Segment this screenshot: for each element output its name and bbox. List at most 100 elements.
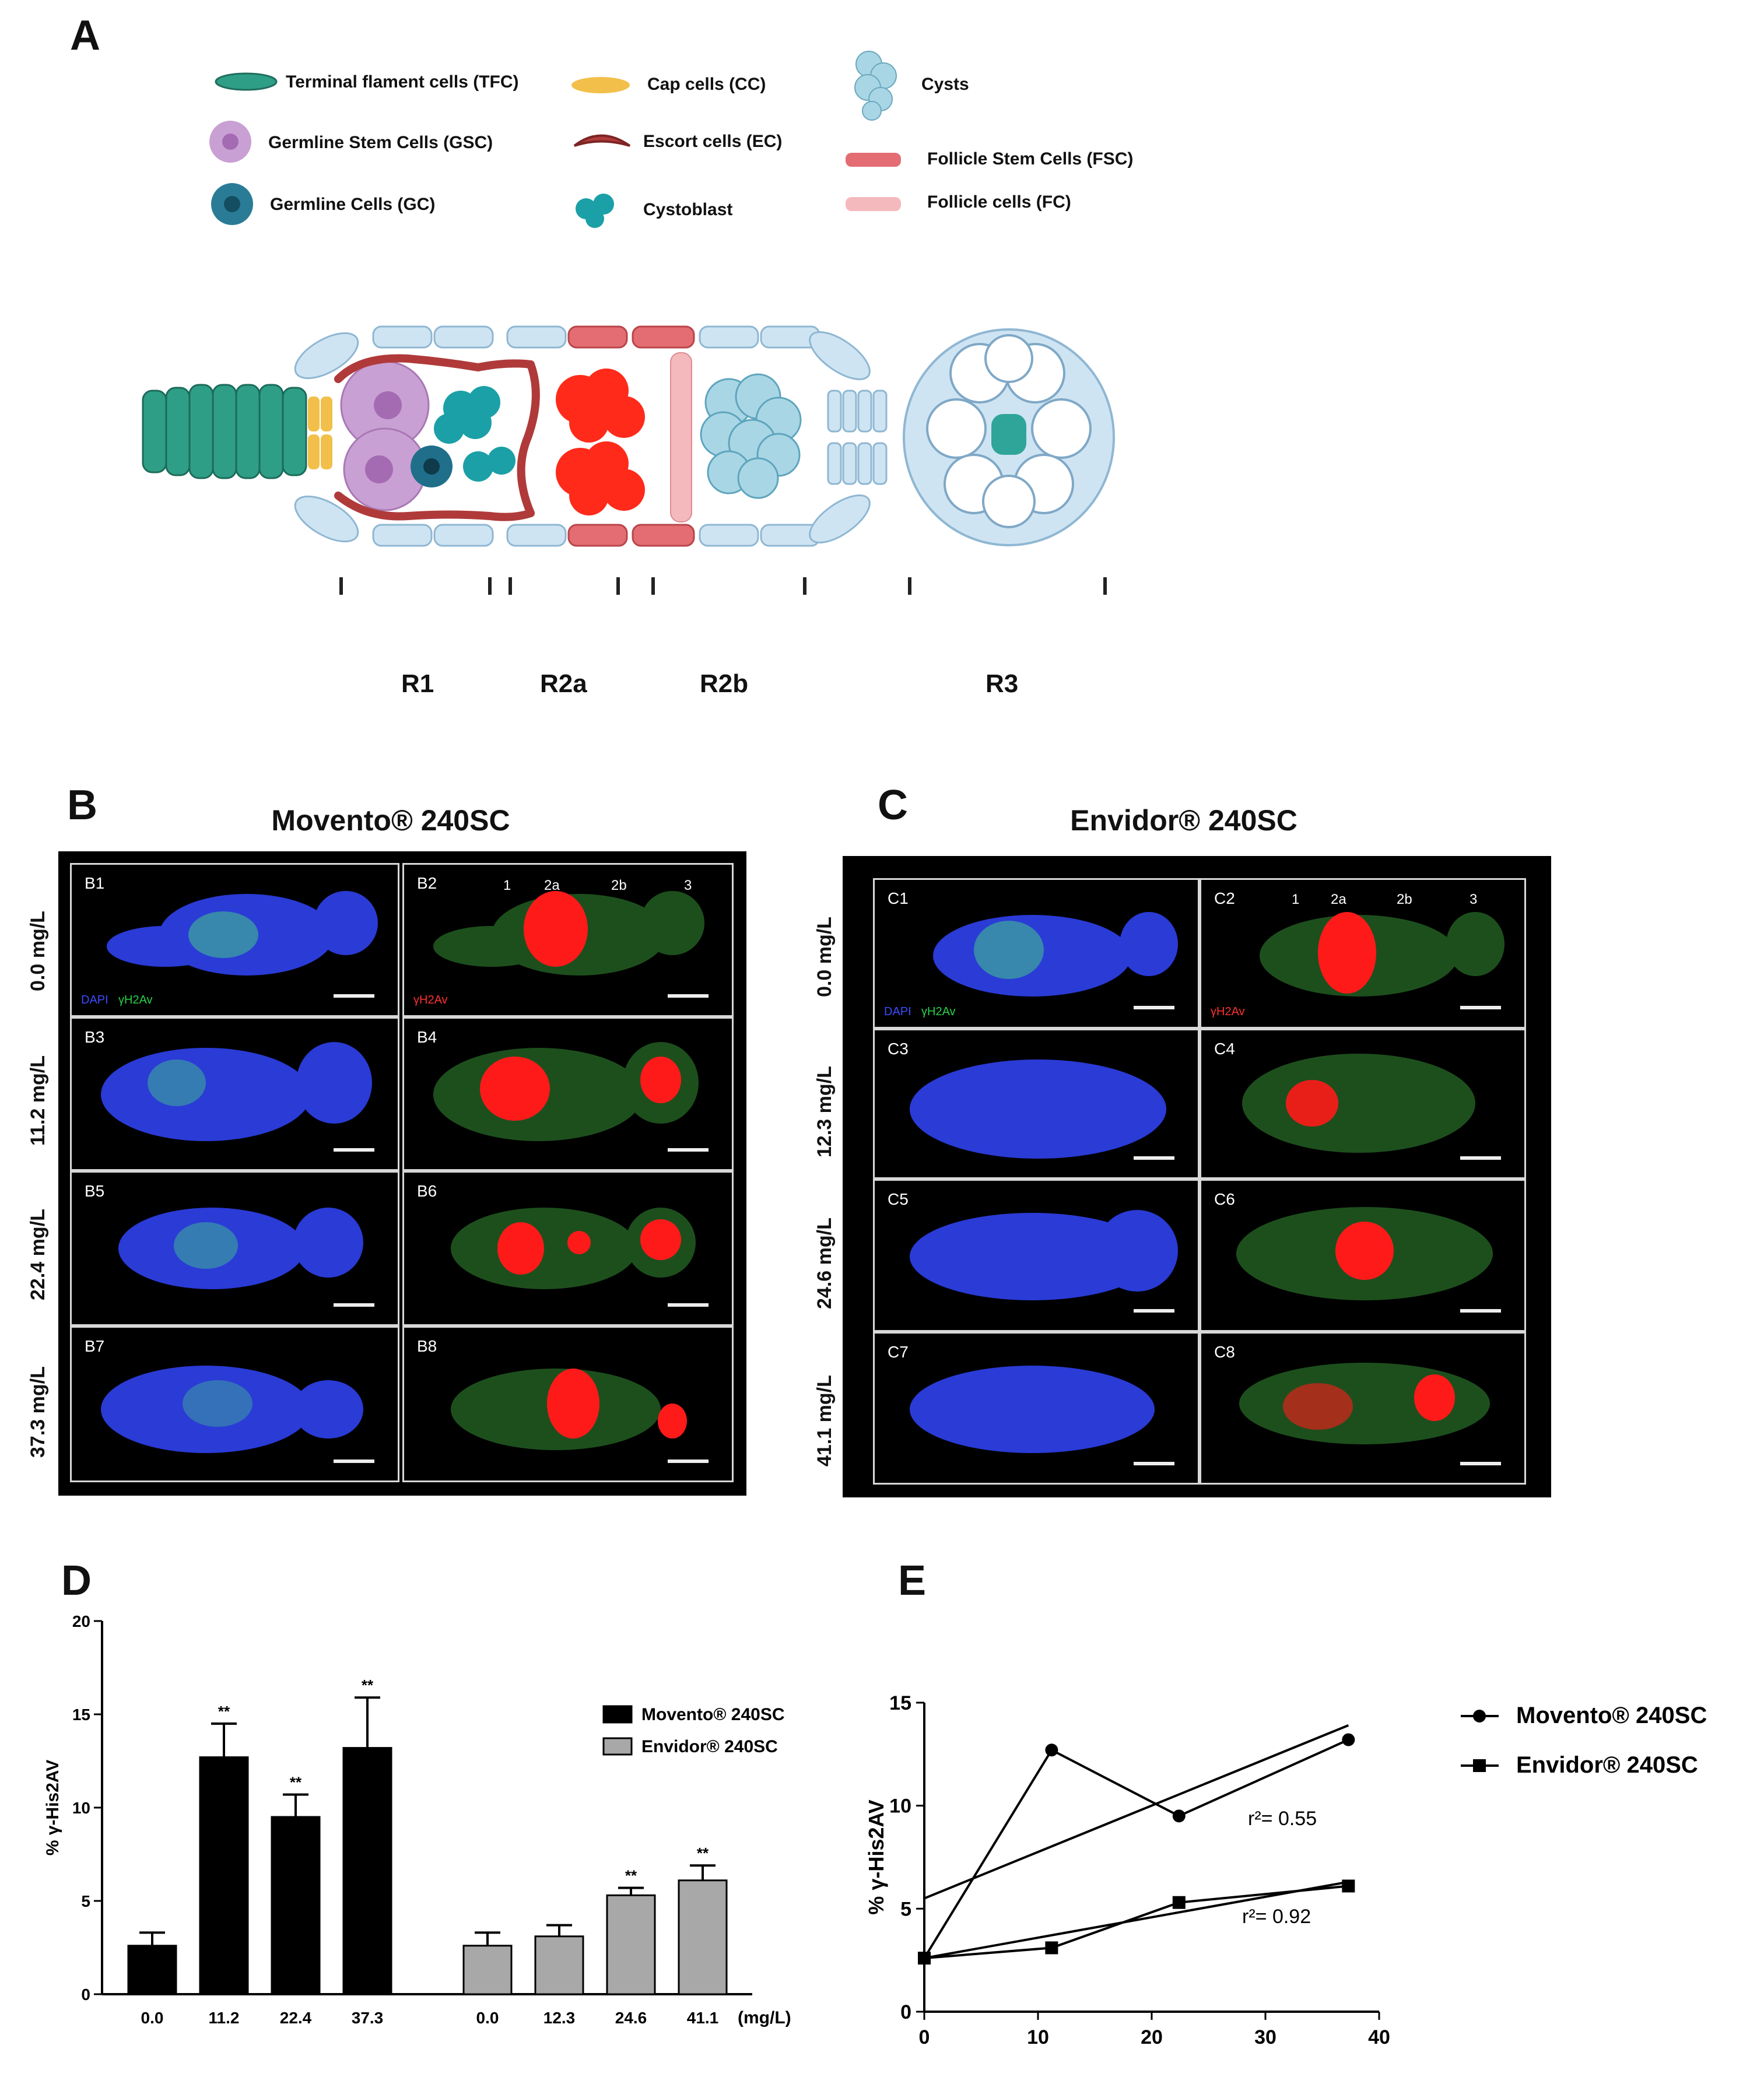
micrograph-b3: B3 — [70, 1017, 399, 1171]
d-x-tick-label: 11.2 — [209, 2009, 240, 2027]
panel-c-letter: C — [878, 782, 908, 829]
tfc-icon — [215, 72, 278, 91]
d-y-tick-label: 20 — [72, 1612, 90, 1630]
r3-egg-chamber — [903, 328, 1115, 546]
micrograph-b4: B4 — [402, 1017, 734, 1171]
panel-c-micrographs: C1 DAPI γH2Av C2 1 2a 2b 3 γH2Av C3 C4 C… — [843, 856, 1551, 1497]
e-point — [918, 1952, 931, 1965]
fsc-icon — [846, 153, 901, 167]
d-bar — [342, 1747, 392, 1995]
panel-c-title: Envidor® 240SC — [1070, 804, 1297, 837]
d-x-tick-label: 22.4 — [280, 2009, 312, 2027]
d-significance: ** — [625, 1867, 637, 1885]
e-x-tick-label: 0 — [919, 2026, 930, 2048]
micrograph-c5: C5 — [873, 1179, 1200, 1332]
d-legend-label: Movento® 240SC — [641, 1705, 785, 1724]
region-brackets — [339, 577, 1107, 595]
e-y-tick-label: 10 — [889, 1795, 911, 1818]
gsc-cluster — [340, 360, 430, 511]
micrograph-c1: C1 DAPI γH2Av — [873, 878, 1200, 1029]
e-fit-line — [924, 1724, 1349, 1900]
legend-cysts: Cysts — [921, 75, 969, 94]
d-x-tick-label: 12.3 — [543, 2009, 576, 2027]
cystoblasts — [434, 386, 515, 482]
panel-b-title: Movento® 240SC — [271, 804, 510, 837]
e-legend-label: Movento® 240SC — [1516, 1703, 1707, 1728]
legend-cc: Cap cells (CC) — [647, 75, 766, 94]
e-series-line — [923, 1738, 1349, 1959]
e-y-tick-label: 0 — [900, 2001, 911, 2023]
micrograph-c6: C6 — [1200, 1179, 1526, 1332]
fsc-cells — [567, 325, 695, 547]
germarium-diagram — [142, 325, 1115, 595]
e-y-tick-label: 15 — [889, 1692, 911, 1714]
d-bar — [127, 1945, 177, 1995]
d-significance: ** — [362, 1676, 374, 1694]
region-r3: R3 — [986, 669, 1019, 698]
d-legend-swatch — [602, 1737, 633, 1756]
micrograph-c4: C4 — [1200, 1029, 1526, 1179]
sheath-cells — [294, 325, 871, 547]
e-fit-line — [924, 1880, 1349, 1960]
e-x-tick-label: 20 — [1141, 2026, 1163, 2048]
r2b-cyst — [700, 373, 802, 499]
region-r2a: R2a — [540, 669, 587, 698]
b-row-label-3: 22.4 mg/L — [27, 1209, 49, 1300]
e-point — [1342, 1733, 1355, 1746]
follicle-cell-column — [670, 352, 692, 522]
e-x-tick-label: 30 — [1254, 2026, 1276, 2048]
micrograph-c8: C8 — [1200, 1332, 1526, 1485]
panel-a-legend-icons — [209, 51, 901, 228]
region-r2b: R2b — [700, 669, 749, 698]
d-x-unit: (mg/L) — [738, 2008, 791, 2027]
e-r2-label: r²= 0.92 — [1242, 1906, 1311, 1928]
d-x-tick-label: 0.0 — [141, 2009, 164, 2027]
micrograph-b7: B7 — [70, 1326, 399, 1482]
e-point — [1342, 1879, 1355, 1893]
region-r1: R1 — [401, 669, 434, 698]
escort-cells — [334, 354, 540, 521]
e-legend-marker — [1473, 1759, 1486, 1772]
micrograph-c2: C2 1 2a 2b 3 γH2Av — [1200, 878, 1526, 1029]
c-row-label-2: 12.3 mg/L — [813, 1066, 836, 1157]
micrograph-c7: C7 — [873, 1332, 1200, 1485]
d-bar — [534, 1935, 584, 1995]
d-y-tick-label: 10 — [72, 1799, 90, 1817]
legend-gc: Germline Cells (GC) — [270, 195, 436, 214]
e-point — [1045, 1941, 1058, 1955]
micrograph-b1: B1 DAPI γH2Av — [70, 863, 399, 1017]
legend-fsc: Follicle Stem Cells (FSC) — [927, 149, 1134, 169]
d-x-tick-label: 0.0 — [476, 2009, 499, 2027]
d-x-tick-label: 41.1 — [687, 2009, 719, 2027]
d-x-tick-label: 24.6 — [615, 2009, 647, 2027]
e-legend-marker — [1473, 1710, 1486, 1722]
b-row-label-1: 0.0 mg/L — [27, 911, 49, 991]
ec-icon — [573, 134, 631, 147]
panel-d-letter: D — [61, 1557, 92, 1604]
cc-icon — [571, 77, 630, 93]
micrograph-b8: B8 — [402, 1326, 734, 1482]
fc-icon — [846, 197, 901, 211]
d-bar — [462, 1945, 513, 1995]
panel-b-micrographs: B1 DAPI γH2Av B2 1 2a 2b 3 γH2Av B3 B4 B… — [58, 851, 746, 1496]
b-row-label-4: 37.3 mg/L — [27, 1366, 49, 1458]
e-x-tick-label: 40 — [1368, 2026, 1390, 2048]
legend-cystoblast: Cystoblast — [643, 200, 733, 219]
c-row-label-1: 0.0 mg/L — [813, 917, 836, 997]
micrograph-b2: B2 1 2a 2b 3 γH2Av — [402, 863, 734, 1017]
e-x-tick-label: 10 — [1027, 2026, 1049, 2048]
b-row-label-2: 11.2 mg/L — [27, 1055, 49, 1146]
d-bar — [199, 1756, 249, 1995]
d-legend-label: Envidor® 240SC — [641, 1737, 778, 1756]
e-r2-label: r²= 0.55 — [1248, 1808, 1317, 1830]
c-row-label-4: 41.1 mg/L — [813, 1375, 836, 1466]
d-bar — [678, 1879, 728, 1995]
e-y-axis-label: % γ-His2AV — [864, 1799, 888, 1914]
d-significance: ** — [218, 1703, 230, 1720]
r2a-red-clusters — [556, 369, 645, 515]
cystoblast-icon — [576, 194, 614, 228]
e-point — [1172, 1809, 1186, 1823]
legend-tfc: Terminal flament cells (TFC) — [286, 72, 519, 92]
